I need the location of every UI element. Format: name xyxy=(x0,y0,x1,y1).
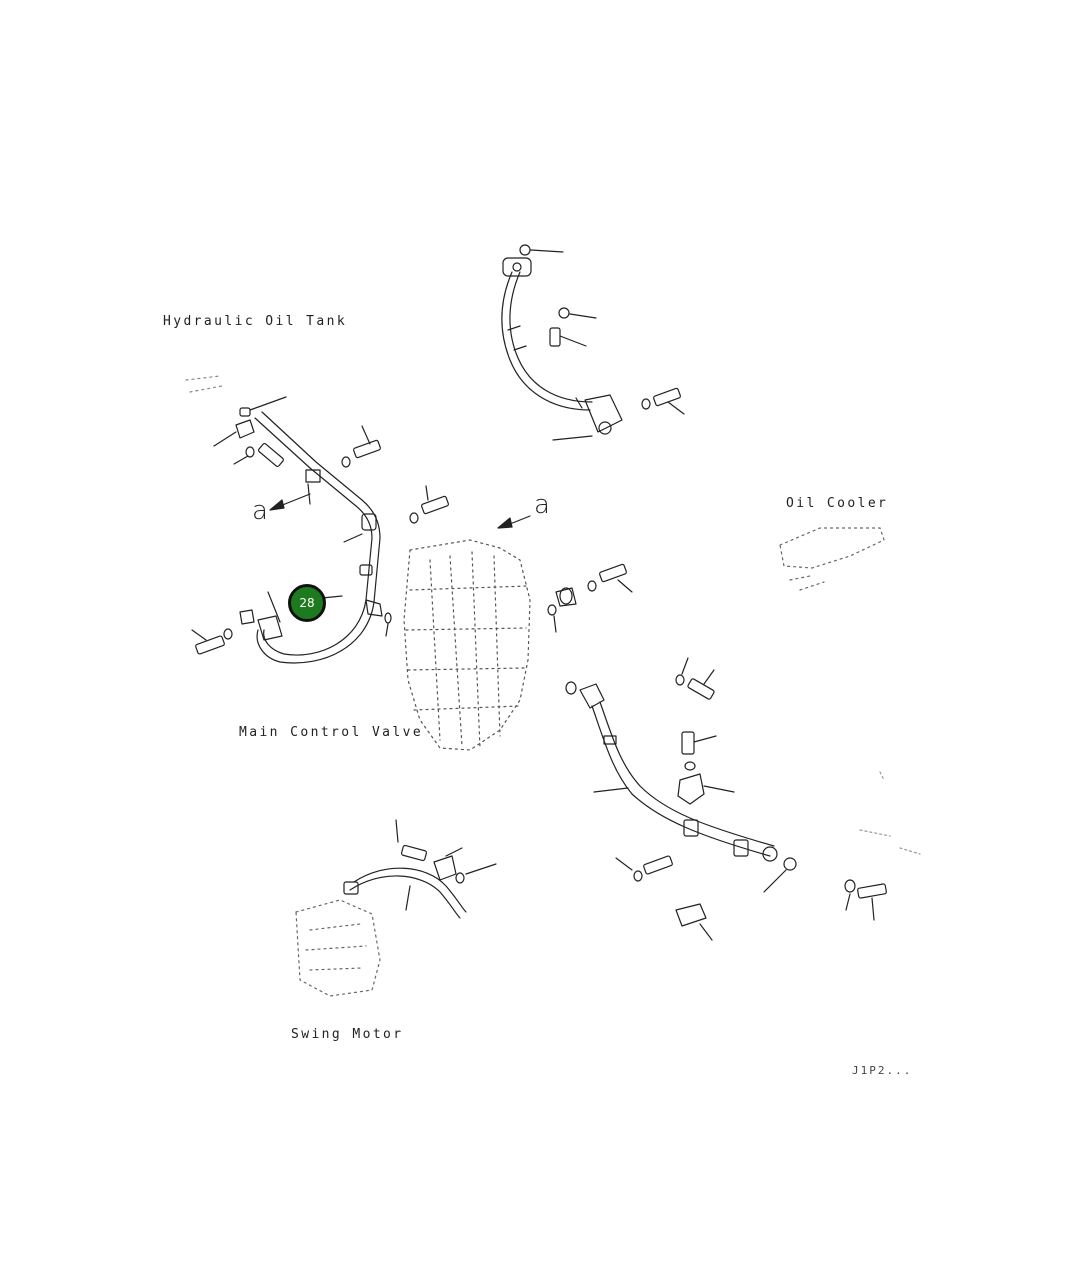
bolt xyxy=(643,855,673,875)
hose-fitting xyxy=(579,683,605,709)
washer xyxy=(641,398,651,410)
pipe-clamp xyxy=(677,773,705,805)
washer xyxy=(558,307,570,319)
top-hose xyxy=(501,271,591,411)
main-control-valve xyxy=(403,539,531,751)
bolt xyxy=(681,731,695,755)
tank-hose-assembly xyxy=(191,396,392,664)
drawing-number: J1P2... xyxy=(852,1064,913,1077)
pipe-clamp-bracket xyxy=(305,469,321,483)
o-ring xyxy=(239,407,251,417)
mcv-right-fittings xyxy=(409,485,633,633)
bolt xyxy=(258,443,284,467)
split-flange xyxy=(257,615,283,641)
bolt xyxy=(857,883,887,899)
cooler-hose-assembly xyxy=(565,657,887,941)
view-arrows xyxy=(269,493,531,529)
swing-motor-hose-assembly xyxy=(343,819,497,919)
nipple xyxy=(400,844,428,862)
elbow-fitting xyxy=(433,855,457,881)
o-ring xyxy=(565,681,577,695)
view-arrow-a-left: a xyxy=(252,496,268,526)
top-hose-elbow-fitting xyxy=(584,394,623,433)
tank-pipe-upper xyxy=(254,417,373,539)
top-hose-assembly xyxy=(501,244,685,441)
tank-hose-lower xyxy=(263,537,373,656)
bolt xyxy=(549,327,561,347)
split-flange xyxy=(235,419,255,439)
part-callout-28[interactable]: 28 xyxy=(288,584,326,622)
hydraulic-oil-tank-label: Hydraulic Oil Tank xyxy=(163,314,348,329)
tank-detail xyxy=(185,375,223,393)
label-tag xyxy=(675,903,707,927)
bolt xyxy=(599,563,627,583)
view-arrow-a-right: a xyxy=(534,490,550,520)
swing-motor-label: Swing Motor xyxy=(291,1027,404,1042)
bolt xyxy=(653,387,681,407)
bolt xyxy=(421,495,449,515)
swing-motor xyxy=(295,899,381,997)
cooler-hose xyxy=(591,705,771,857)
oil-cooler-label: Oil Cooler xyxy=(786,496,889,511)
hose-end-fitting xyxy=(762,846,778,862)
o-ring xyxy=(519,244,531,256)
main-control-valve-label: Main Control Valve xyxy=(239,725,424,740)
bolt xyxy=(195,635,225,655)
oil-cooler xyxy=(779,527,885,591)
top-hose-flange xyxy=(502,257,532,277)
leader-lines xyxy=(859,771,921,855)
bolt xyxy=(353,439,381,459)
swing-motor-hose xyxy=(349,875,461,919)
bolt xyxy=(687,678,715,700)
